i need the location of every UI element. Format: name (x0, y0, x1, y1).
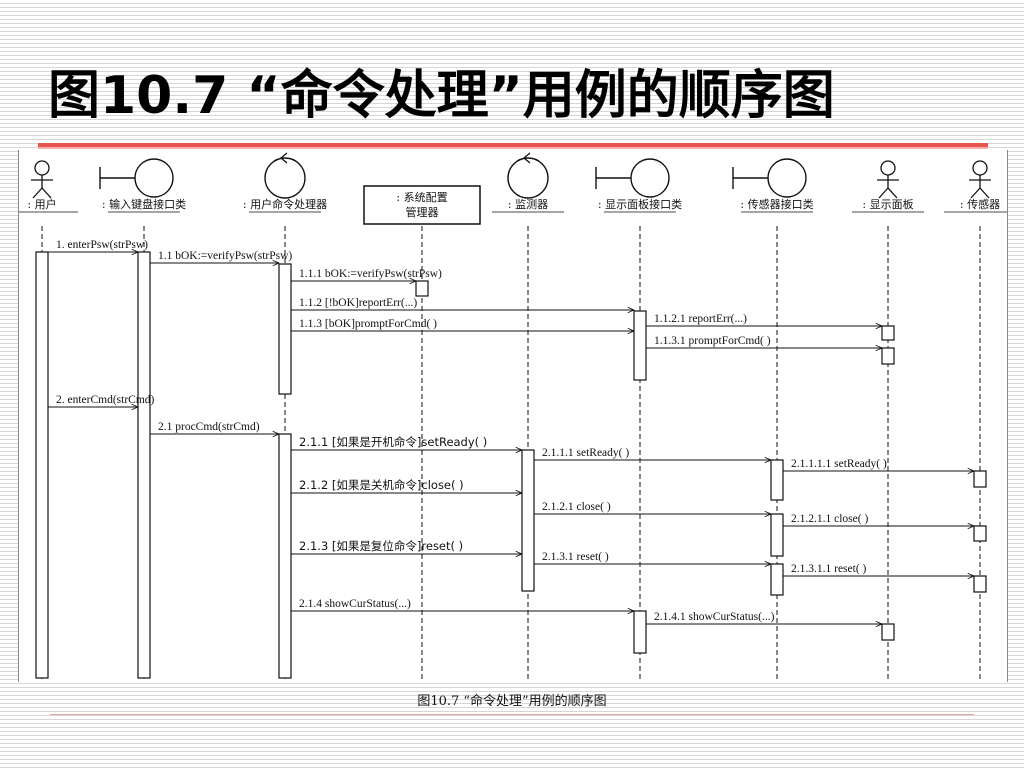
participant-label-cfg: 管理器 (406, 205, 439, 219)
activation-bar-sensor (973, 525, 987, 542)
participant-box (363, 185, 481, 225)
message-label: 2.1.3.1.1 reset( ) (791, 563, 867, 575)
activation-bar-proc (278, 433, 292, 679)
message-label: 2.1.3.1 reset( ) (542, 551, 609, 563)
message-label: 2.1.3 [如果是复位命令]reset( ) (299, 539, 463, 553)
message-label: 2.1.4 showCurStatus(...) (299, 598, 411, 610)
page-title: 图10.7 “命令处理”用例的顺序图 (48, 66, 835, 126)
message-label: 1.1.3.1 promptForCmd( ) (654, 335, 771, 347)
actor-leg-icon (887, 187, 898, 199)
activation-bar-sensor (973, 470, 987, 488)
message-label: 1.1.1 bOK:=verifyPsw(strPsw) (299, 268, 442, 280)
boundary-icon (767, 158, 807, 198)
message-label: 2.1.2 [如果是关机命令]close( ) (299, 478, 464, 492)
control-icon (507, 157, 549, 199)
message-label: 1. enterPsw(strPsw) (56, 239, 148, 251)
activation-bar-sensor (973, 575, 987, 593)
message-label: 2.1.2.1.1 close( ) (791, 513, 868, 525)
control-icon-arrow (522, 152, 531, 164)
activation-bar-disp (633, 610, 647, 654)
message-label: 1.1.2 [!bOK]reportErr(...) (299, 297, 417, 309)
footer-divider (50, 714, 974, 715)
participant-label-sens: : 传感器接口类 (740, 197, 813, 211)
participant-label-panel: : 显示面板 (862, 197, 913, 211)
activation-bar-panel (881, 325, 895, 341)
activation-bar-user (35, 251, 49, 679)
actor-leg-icon (970, 187, 981, 199)
actor-head-icon (972, 160, 988, 176)
participant-label-proc: : 用户命令处理器 (243, 197, 327, 211)
participant-label-cfg: : 系统配置 (396, 191, 447, 204)
actor-head-icon (880, 160, 896, 176)
title-divider (38, 143, 988, 149)
activation-bar-sens (770, 563, 784, 596)
activation-bar-sens (770, 459, 784, 501)
message-label: 1.1.2.1 reportErr(...) (654, 313, 747, 325)
boundary-icon (134, 158, 174, 198)
activation-bar-kbd (137, 251, 151, 679)
participant-label-sensor: : 传感器 (960, 198, 1000, 211)
actor-leg-icon (878, 187, 889, 199)
control-icon (264, 157, 306, 199)
participant-label-kbd: : 输入键盘接口类 (102, 197, 186, 211)
boundary-icon (630, 158, 670, 198)
message-label: 2.1.4.1 showCurStatus(...) (654, 611, 775, 623)
figure-caption: 图10.7 “命令处理”用例的顺序图 (417, 694, 607, 709)
message-label: 2.1.1.1.1 setReady( ) (791, 458, 887, 470)
actor-leg-icon (41, 187, 52, 199)
message-label: 1.1.3 [bOK]promptForCmd( ) (299, 318, 437, 330)
message-label: 2. enterCmd(strCmd) (56, 394, 155, 406)
activation-bar-proc (278, 263, 292, 395)
actor-leg-icon (32, 187, 43, 199)
activation-bar-panel (881, 347, 895, 365)
message-label: 2.1.2.1 close( ) (542, 501, 611, 513)
activation-bar-mon (521, 449, 535, 592)
control-icon-arrow (279, 152, 288, 164)
sequence-diagram-figure: : 用户 : 输入键盘接口类 : 用户命令处理器 : 系统配置管理器 : 监测器 : 显示… (18, 150, 1008, 682)
message-label: 2.1.1 [如果是开机命令]setReady( ) (299, 435, 487, 449)
message-label: 2.1 procCmd(strCmd) (158, 421, 260, 433)
message-label: 1.1 bOK:=verifyPsw(strPsw) (158, 250, 292, 262)
activation-bar-disp (633, 310, 647, 381)
participant-label-disp: : 显示面板接口类 (598, 197, 682, 211)
participant-label-user: : 用户 (27, 197, 56, 211)
activation-bar-cfg (415, 280, 429, 297)
actor-head-icon (34, 160, 50, 176)
participant-label-mon: : 监测器 (508, 198, 548, 211)
actor-leg-icon (979, 187, 990, 199)
activation-bar-sens (770, 513, 784, 557)
activation-bar-panel (881, 623, 895, 641)
message-label: 2.1.1.1 setReady( ) (542, 447, 629, 459)
